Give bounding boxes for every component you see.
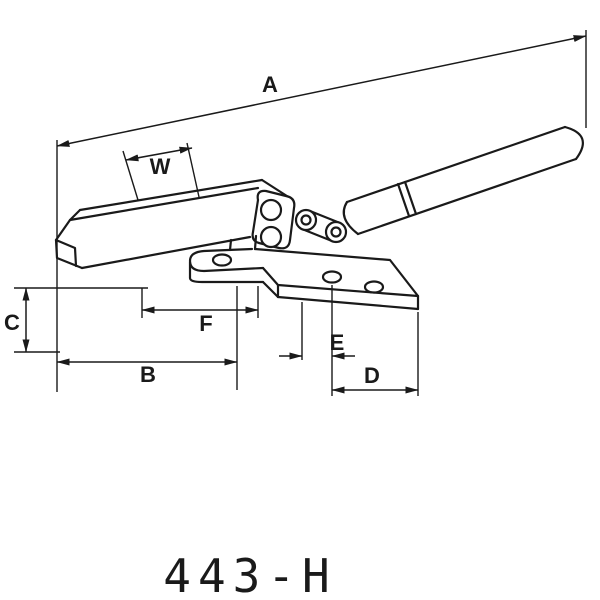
base-foot-front-face (188, 260, 265, 284)
base-plate-bottom-edge (276, 295, 420, 311)
dimension-w: W (122, 142, 200, 201)
dimension-line-w (125, 146, 193, 162)
clamp-arm-top-back-edge (78, 178, 264, 212)
part-number: 443-H (163, 549, 336, 600)
clamp-arm-tip-facet (54, 238, 78, 268)
handle-pivot-end (342, 200, 360, 236)
handle-grip-collar-line-2 (403, 180, 418, 216)
rivet-upper (259, 198, 283, 222)
toggle-linkage (251, 189, 348, 250)
clamp-arm-bottom-edge (80, 235, 252, 270)
handle-top-edge (345, 125, 567, 204)
dimension-d: D (331, 312, 419, 396)
dimension-label-f: F (199, 311, 212, 336)
base-mounting-hole-1 (321, 270, 343, 284)
base-foot-top-face (188, 247, 265, 273)
dimension-label-a: A (262, 72, 278, 97)
mounting-base (188, 234, 420, 311)
handle-grip-collar-line-1 (396, 182, 411, 218)
rivet-lower (259, 225, 283, 249)
extension-line-w-right (186, 142, 200, 198)
dimension-f: F (141, 286, 259, 336)
dimension-c: C (4, 287, 148, 353)
extension-line-w-left (122, 150, 139, 201)
pivot-pin-left (294, 208, 318, 232)
dimension-label-w: W (150, 154, 171, 179)
dimension-label-b: B (140, 362, 156, 387)
dimension-label-c: C (4, 310, 20, 335)
base-foot-hole (211, 253, 233, 267)
clamp-arm (54, 178, 292, 270)
pivot-pin-right-bore (330, 226, 342, 238)
dimension-b: B (56, 286, 238, 390)
dimension-a: A (56, 30, 587, 392)
handle (342, 125, 584, 236)
dimension-e: E (279, 285, 355, 396)
base-mounting-hole-2 (363, 280, 385, 294)
handle-bottom-edge (356, 157, 578, 236)
base-plate-seam (261, 280, 280, 299)
dimension-label-e: E (330, 330, 345, 355)
dimension-line-a (56, 35, 587, 147)
base-flange-right-edge (253, 234, 258, 251)
dimension-label-d: D (364, 363, 380, 388)
clamp-arm-top-front-edge (68, 186, 260, 222)
pivot-pin-left-bore (300, 214, 312, 226)
base-flange-left-edge (228, 238, 233, 252)
pivot-pin-right (324, 220, 348, 244)
handle-end-cap (563, 125, 584, 161)
